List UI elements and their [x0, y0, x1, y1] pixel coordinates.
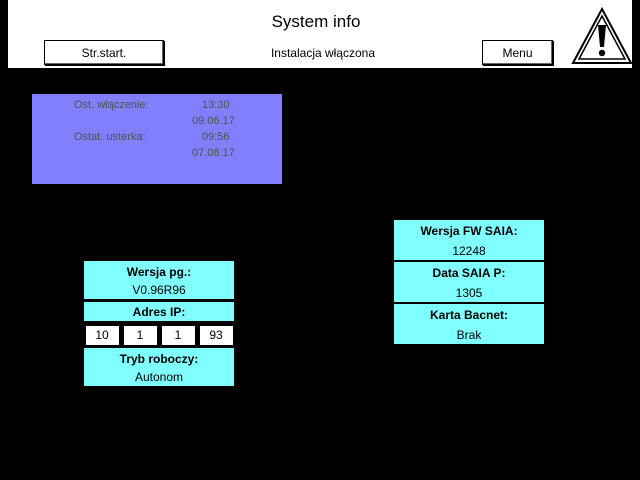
page-title: System info [271, 12, 361, 31]
ip-octet-2[interactable]: 1 [122, 324, 158, 346]
bacnet-card-label: Karta Bacnet: [429, 308, 509, 322]
last-fail-label: Ostat. usterka: [74, 131, 146, 143]
program-version-box: Wersja pg.: V0.96R96 [84, 261, 234, 299]
program-version-label: Wersja pg.: [126, 265, 192, 279]
ip-address-box: Adres IP: [84, 302, 234, 321]
saia-fw-value: 12248 [452, 244, 486, 258]
last-on-time: 13:30 [202, 99, 230, 111]
program-version-value: V0.96R96 [132, 283, 186, 297]
ip-octet-3[interactable]: 1 [160, 324, 196, 346]
work-mode-value: Autonom [134, 370, 184, 384]
saia-date-value: 1305 [455, 286, 483, 300]
ip-octet-4[interactable]: 93 [198, 324, 234, 346]
start-page-button[interactable]: Str.start. [44, 40, 164, 65]
menu-button[interactable]: Menu [482, 40, 553, 65]
work-mode-box: Tryb roboczy: Autonom [84, 348, 234, 386]
saia-date-box: Data SAIA P: 1305 [394, 262, 544, 302]
ip-address-label: Adres IP: [132, 305, 186, 319]
last-on-label: Ost. włączenie: [74, 99, 149, 111]
saia-fw-label: Wersja FW SAIA: [420, 224, 518, 238]
last-fail-date: 07.08.17 [192, 147, 235, 159]
ip-octet-1[interactable]: 10 [84, 324, 120, 346]
last-on-date: 09.06.17 [192, 115, 235, 127]
last-fail-time: 09:56 [202, 131, 230, 143]
info-panel: Ost. włączenie: 13:30 09.06.17 Ostat. us… [32, 94, 282, 184]
work-mode-label: Tryb roboczy: [119, 352, 199, 366]
saia-fw-box: Wersja FW SAIA: 12248 [394, 220, 544, 260]
bacnet-card-value: Brak [456, 328, 482, 342]
warning-triangle-icon [571, 7, 633, 64]
bacnet-card-box: Karta Bacnet: Brak [394, 304, 544, 344]
installation-status: Instalacja włączona [270, 46, 376, 60]
saia-date-label: Data SAIA P: [432, 266, 506, 280]
